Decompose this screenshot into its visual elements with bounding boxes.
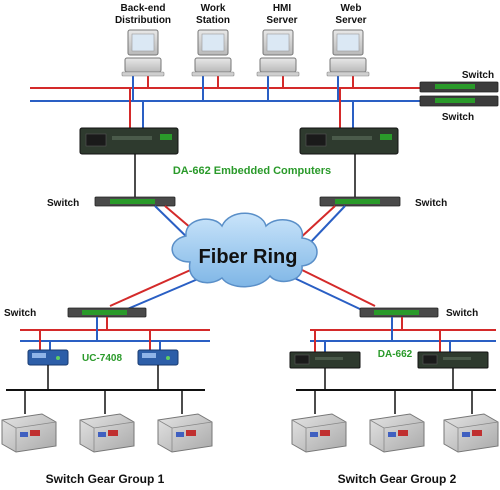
switch-gear-1a [1, 413, 57, 453]
computer-label-4-line1: Web [341, 3, 362, 14]
switch-bottom-right [359, 307, 439, 318]
switch-label-top-1: Switch [462, 70, 494, 81]
da662-label: DA-662 [378, 349, 413, 360]
switch-label-top-2: Switch [442, 112, 474, 123]
switch-bottom-left [67, 307, 147, 318]
group1-label: Switch Gear Group 1 [46, 472, 165, 486]
da662-unit-bottom-left [289, 351, 361, 369]
top-backbone [30, 75, 470, 128]
da662-unit-right [299, 127, 399, 155]
computer-work-station [191, 29, 235, 77]
fiber-ring-cloud [171, 212, 318, 288]
computer-label-2-line1: Work [201, 3, 226, 14]
switch-label-bottom-left: Switch [4, 308, 36, 319]
computer-web-server [326, 29, 370, 77]
embedded-computers-label: DA-662 Embedded Computers [173, 165, 331, 177]
da662-unit-left [79, 127, 179, 155]
switch-top-2 [419, 95, 499, 107]
group2-backbone [310, 317, 496, 352]
group1-backbone [20, 317, 210, 350]
switch-gear-1b [79, 413, 135, 453]
switch-gear-2b [369, 413, 425, 453]
fiber-ring-label: Fiber Ring [199, 246, 298, 268]
uc7408-device-left [27, 349, 69, 366]
computer-label-3-line2: Server [266, 15, 297, 26]
group2-label: Switch Gear Group 2 [338, 472, 457, 486]
uc7408-device-right [137, 349, 179, 366]
computer-label-2-line2: Station [196, 15, 230, 26]
switch-gear-2a [291, 413, 347, 453]
computer-label-1-line1: Back-end [120, 3, 165, 14]
computer-back-end-distribution [121, 29, 165, 77]
switch-label-bottom-right: Switch [446, 308, 478, 319]
switch-gear-1c [157, 413, 213, 453]
computer-hmi-server [256, 29, 300, 77]
computer-label-1-line2: Distribution [115, 15, 171, 26]
switch-label-mid-left: Switch [47, 198, 79, 209]
group1-bus [6, 365, 205, 414]
switch-mid-left [94, 196, 176, 207]
switch-gear-2c [443, 413, 499, 453]
da662-unit-bottom-right [417, 351, 489, 369]
computer-label-4-line2: Server [335, 15, 366, 26]
uc7408-label: UC-7408 [82, 353, 122, 364]
switch-mid-right [319, 196, 401, 207]
switch-top-1 [419, 81, 499, 93]
group2-bus [296, 368, 496, 414]
switch-label-mid-right: Switch [415, 198, 447, 209]
computer-label-3-line1: HMI [273, 3, 292, 14]
